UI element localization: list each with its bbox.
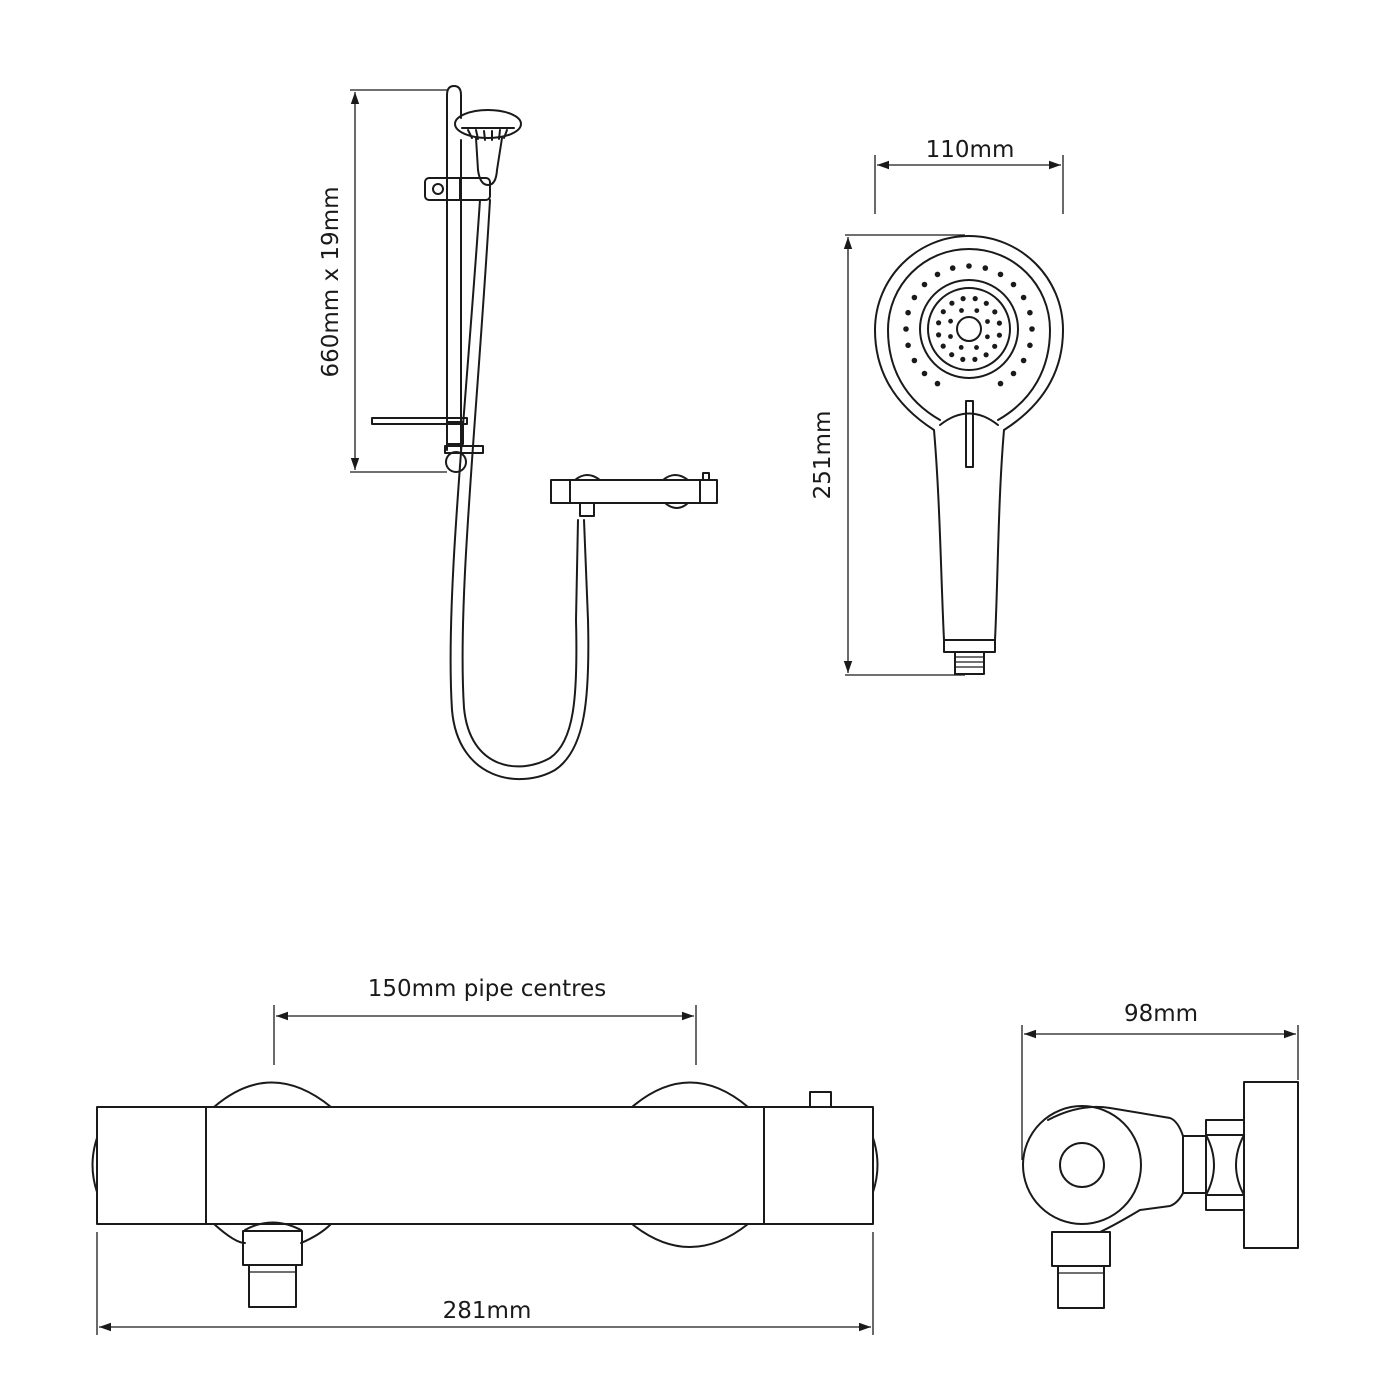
spray-nozzle-dot [903, 326, 909, 332]
spray-nozzle-dot [1027, 342, 1033, 349]
spray-nozzle-dot [921, 281, 928, 288]
spray-nozzles [903, 263, 1035, 387]
spray-nozzle-dot [996, 320, 1003, 326]
spray-nozzle-dot [940, 309, 946, 315]
handset-drawing: 110mm 251mm [810, 137, 1064, 676]
spray-nozzle-dot [936, 332, 942, 338]
spray-nozzle-dot [948, 318, 953, 324]
slider-bracket [424, 177, 491, 201]
bar-valve-side-drawing: 98mm [1021, 1001, 1299, 1309]
hose-connector [943, 639, 996, 675]
spray-nozzle-dot [982, 265, 989, 271]
spray-face [919, 279, 1019, 379]
spray-nozzle-dot [974, 345, 979, 350]
spray-nozzle-dot [985, 334, 990, 340]
valve-length-label: 281mm [443, 1298, 532, 1324]
safety-button [809, 1091, 832, 1108]
valve-side-cylinder [1022, 1105, 1142, 1225]
pipe-centres-label: 150mm pipe centres [368, 976, 607, 1002]
spray-nozzle-dot [911, 294, 918, 301]
handset-outline [874, 235, 1064, 641]
spray-nozzle-dot [960, 356, 966, 362]
spray-selector [965, 400, 974, 468]
spray-nozzle-dot [1020, 294, 1027, 301]
spray-nozzle-dot [1010, 370, 1017, 377]
spray-nozzle-dot [983, 300, 989, 306]
wall-plate [1243, 1081, 1299, 1249]
spray-nozzle-dot [949, 265, 956, 271]
handset-width-label: 110mm [926, 137, 1015, 163]
spray-nozzle-dot [966, 263, 972, 269]
spray-nozzle-dot [936, 320, 942, 326]
spray-nozzle-dot [985, 319, 990, 324]
spray-nozzle-dot [948, 334, 953, 339]
spray-nozzle-dot [1027, 309, 1033, 316]
spray-nozzle-dot [1029, 326, 1035, 332]
mounted-handset [454, 109, 522, 186]
spray-nozzle-dot [921, 370, 928, 377]
spray-nozzle-dot [949, 300, 955, 306]
rail-dimension: 660mm x 19mm [318, 89, 447, 473]
side-outlet [1051, 1231, 1111, 1309]
valve-body [96, 1106, 874, 1225]
shower-hose [449, 199, 590, 781]
spray-nozzle-dot [940, 343, 946, 349]
spray-nozzle-dot [974, 308, 980, 313]
spray-nozzle-dot [905, 342, 911, 349]
handset-width-dimension: 110mm [874, 137, 1064, 214]
soap-dish [371, 417, 468, 425]
spray-nozzle-dot [949, 352, 955, 358]
rail-dimension-label: 660mm x 19mm [318, 186, 344, 377]
handset-length-dimension: 251mm [810, 234, 965, 676]
valve-depth-dimension: 98mm [1021, 1001, 1299, 1160]
spray-nozzle-dot [911, 357, 918, 364]
shower-kit-drawing: 660mm x 19mm [318, 85, 718, 781]
spray-nozzle-dot [958, 345, 964, 350]
spray-nozzle-dot [992, 309, 998, 315]
spray-nozzle-dot [934, 380, 941, 387]
valve-outlet [242, 1221, 303, 1308]
spray-nozzle-dot [972, 356, 978, 362]
connector-nut [1182, 1119, 1245, 1211]
spray-nozzle-dot [960, 296, 966, 302]
handset-length-label: 251mm [810, 411, 836, 500]
spray-nozzle-dot [959, 308, 964, 313]
small-bar-valve [550, 472, 718, 517]
spray-nozzle-dot [997, 380, 1004, 387]
spray-nozzle-dot [996, 332, 1003, 338]
valve-depth-label: 98mm [1124, 1001, 1198, 1027]
spray-nozzle-dot [1020, 357, 1027, 364]
spray-nozzle-dot [983, 352, 989, 358]
spray-nozzle-dot [1010, 281, 1017, 288]
bar-valve-front-drawing: 150mm pipe centres 281mm [91, 976, 879, 1335]
spray-nozzle-dot [992, 343, 998, 349]
spray-nozzle-dot [972, 296, 978, 302]
valve-length-dimension: 281mm [96, 1232, 874, 1335]
spray-nozzle-dot [934, 271, 941, 278]
spray-nozzle-dot [905, 309, 911, 316]
spray-nozzle-dot [997, 271, 1004, 278]
pipe-centres-dimension: 150mm pipe centres [273, 976, 697, 1065]
